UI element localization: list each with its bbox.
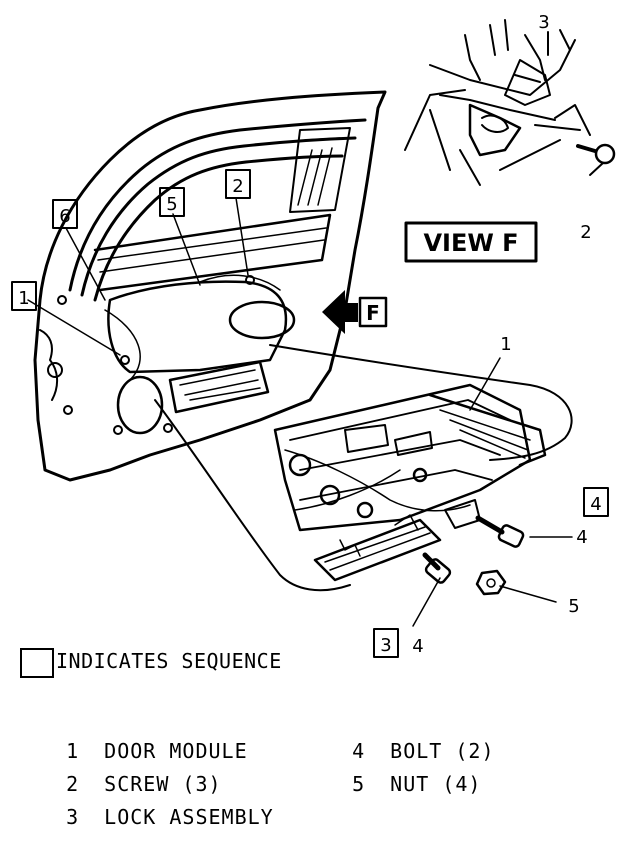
door-module-diagram: VIEW F F 1 2 3 4 5 6 3 2 1 4 5 4 bbox=[11, 12, 616, 658]
module-envelope bbox=[154, 344, 573, 592]
view-f-inset bbox=[404, 19, 616, 186]
fasteners bbox=[422, 515, 525, 596]
seq-label-4: 4 bbox=[590, 494, 601, 515]
callout-1-module: 1 bbox=[500, 334, 511, 355]
seq-label-5: 5 bbox=[166, 194, 177, 215]
view-f-label-box bbox=[404, 221, 538, 263]
callout-2-inset: 2 bbox=[580, 222, 591, 243]
door-module bbox=[273, 383, 547, 582]
callout-4-bolt-right: 4 bbox=[576, 527, 587, 548]
seq-label-6: 6 bbox=[59, 206, 70, 227]
view-direction-arrow bbox=[322, 290, 388, 334]
view-arrow-letter: F bbox=[366, 301, 380, 325]
seq-label-3: 3 bbox=[380, 635, 391, 656]
callout-4-bolt-bottom: 4 bbox=[412, 636, 423, 657]
view-f-label: VIEW F bbox=[423, 229, 518, 257]
callout-3-inset: 3 bbox=[538, 12, 549, 33]
door-frame bbox=[33, 90, 387, 482]
seq-label-1: 1 bbox=[18, 288, 29, 309]
leader-lines bbox=[27, 197, 573, 627]
sequence-boxes bbox=[11, 169, 609, 658]
callout-5-nut: 5 bbox=[568, 596, 579, 617]
seq-label-2: 2 bbox=[232, 176, 243, 197]
